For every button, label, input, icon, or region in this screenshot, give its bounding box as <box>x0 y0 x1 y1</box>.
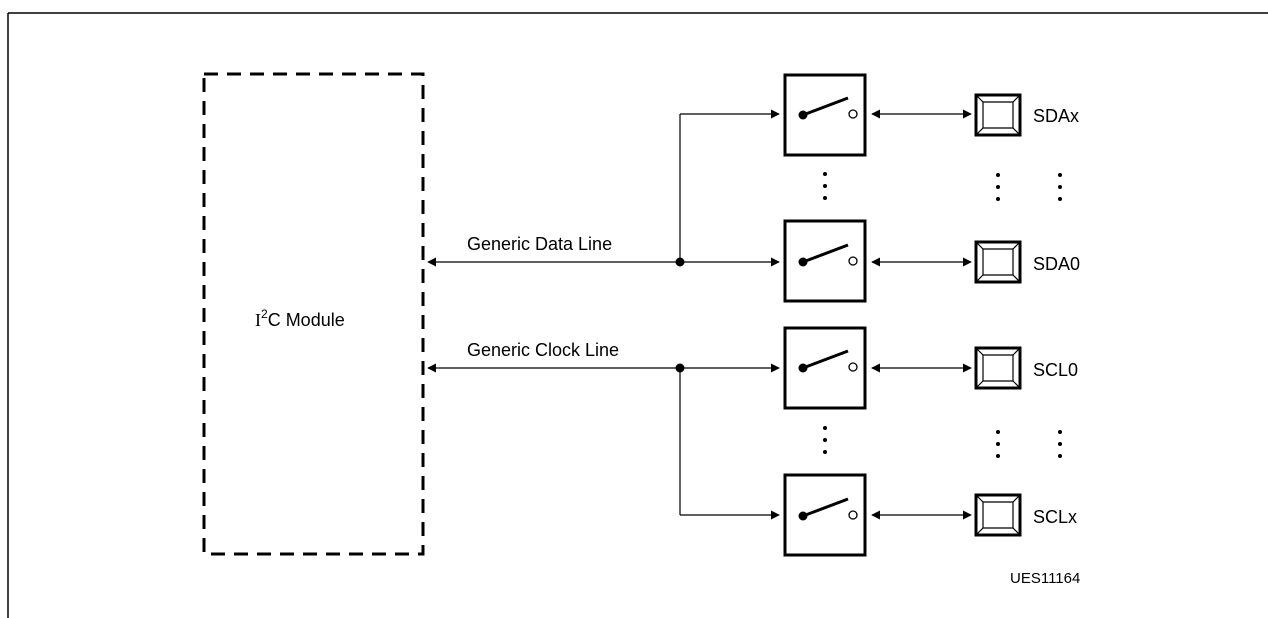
generic-data-line-label: Generic Data Line <box>467 234 612 254</box>
switch-sdax <box>783 73 867 157</box>
pin-label-sclx: SCLx <box>1033 507 1077 527</box>
pad-ellipsis-top <box>996 173 1062 201</box>
figure-id: UES11164 <box>1010 570 1080 587</box>
clock-line-junction <box>675 363 685 373</box>
pin-label-sda0: SDA0 <box>1033 254 1080 274</box>
switch-ellipsis-top <box>823 172 827 200</box>
i2c-module-box <box>202 72 425 556</box>
pin-label-scl0: SCL0 <box>1033 360 1078 380</box>
pad-sdax <box>974 93 1022 137</box>
switch-sclx <box>783 473 867 557</box>
switch-sda0 <box>783 219 867 303</box>
switch-ellipsis-bottom <box>823 426 827 454</box>
pad-scl0 <box>974 346 1022 390</box>
pad-ellipsis-bottom <box>996 430 1062 458</box>
switch-scl0 <box>783 326 867 410</box>
pad-sclx <box>974 493 1022 537</box>
pad-sda0 <box>974 240 1022 284</box>
generic-clock-line-label: Generic Clock Line <box>467 340 619 360</box>
pin-label-sdax: SDAx <box>1033 106 1079 126</box>
i2c-module-label: I2C Module <box>255 307 345 330</box>
data-line-junction <box>675 257 685 267</box>
